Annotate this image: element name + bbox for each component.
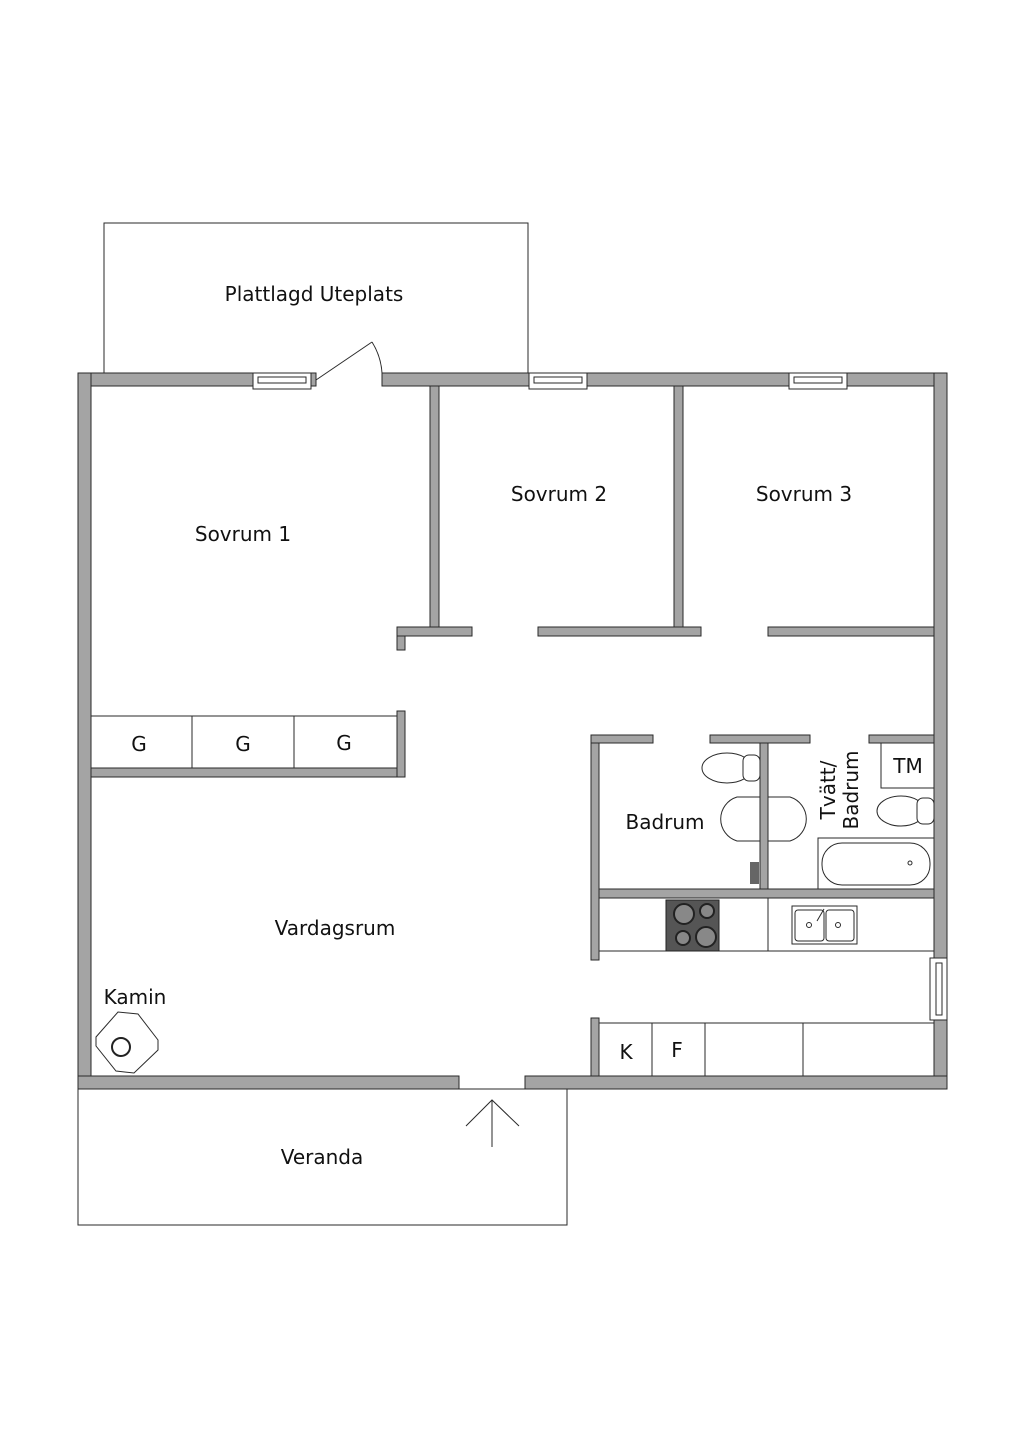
fridge-label: K [619, 1040, 633, 1064]
window [528, 372, 588, 390]
room-label-sovrum-3: Sovrum 3 [756, 482, 852, 506]
wardrobe-label: G [235, 732, 251, 756]
toilet-icon [701, 752, 761, 784]
door-swing [315, 341, 383, 381]
room-label-tvatt-badrum: Badrum [839, 750, 863, 829]
room-label-vardagsrum: Vardagsrum [275, 916, 396, 940]
wardrobe-label: G [336, 731, 352, 755]
wardrobe-label: G [131, 732, 147, 756]
lower-counter: K F [598, 1022, 935, 1077]
room-label-sovrum-1: Sovrum 1 [195, 522, 291, 546]
room-label-sovrum-2: Sovrum 2 [511, 482, 607, 506]
shower-icon [750, 862, 759, 884]
room-label-badrum: Badrum [625, 810, 704, 834]
toilet-icon [876, 795, 935, 827]
veranda-label: Veranda [281, 1145, 364, 1169]
window [788, 372, 848, 390]
sink-icon [791, 905, 858, 945]
fireplace-icon [95, 1011, 159, 1074]
washing-machine: TM [880, 742, 935, 789]
room-label-tvatt: Tvätt/ [816, 760, 840, 820]
sink-icon [767, 796, 807, 842]
entrance-arrow-icon [465, 1099, 520, 1147]
interior-walls [90, 385, 935, 1077]
kitchen-counter [598, 897, 935, 952]
window [252, 372, 312, 390]
bathtub-icon [817, 837, 935, 890]
patio-outline [103, 222, 529, 373]
sink-icon [720, 796, 761, 842]
wardrobes: G G G [90, 715, 398, 769]
patio-label: Plattlagd Uteplats [225, 282, 404, 306]
freezer-label: F [671, 1038, 683, 1062]
fireplace-label: Kamin [104, 985, 167, 1009]
stove-icon [665, 899, 720, 952]
washing-machine-label: TM [892, 754, 922, 778]
window [929, 957, 948, 1021]
